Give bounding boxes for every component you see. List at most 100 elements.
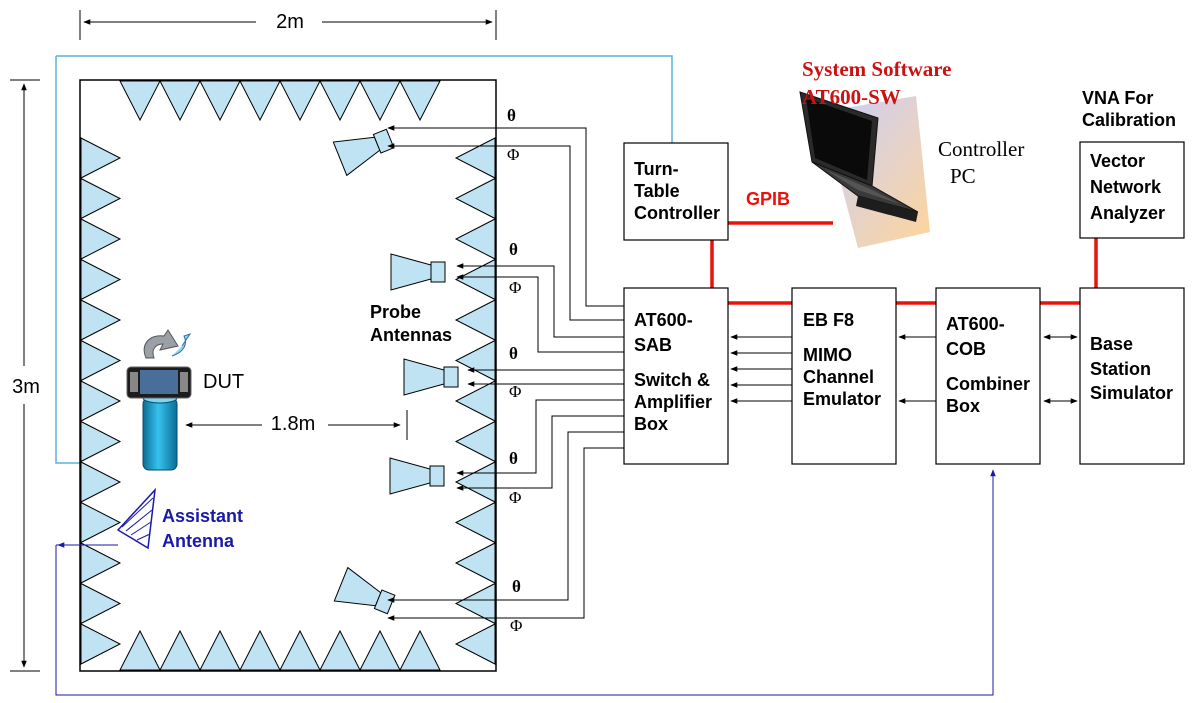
turntable-link [56,55,673,143]
absorber-left [80,299,122,341]
box-connection-arrows [730,334,1078,404]
theta-label: θ [509,344,518,363]
absorber-right [454,137,496,179]
absorber-right [454,380,496,422]
base-station-simulator-box: Base Station Simulator [1079,287,1185,465]
svg-text:Combiner Box: Combiner Box [946,374,1035,416]
controller-pc [799,91,930,248]
absorber-cones [80,80,496,671]
svg-text:AT600- COB: AT600- COB [946,314,1010,359]
height-dimension: 3m [10,79,40,672]
svg-text:EB F8: EB F8 [803,310,854,330]
rotation-arrow-head-icon [171,333,192,357]
absorber-top [359,80,401,122]
absorber-right [454,461,496,503]
absorber-left [80,461,122,503]
distance-dimension: 1.8m [185,410,408,440]
dut-label: DUT [203,371,244,393]
phi-label: Φ [509,278,521,297]
absorber-left [80,420,122,463]
theta-signal-line [387,125,624,307]
svg-text:Vector Network Ana: Vector Network Analyzer [1090,151,1166,223]
width-dimension: 2m [79,10,497,40]
phi-label: Φ [509,488,521,507]
phi-label: Φ [507,145,519,164]
probe-signal-lines [387,125,624,621]
phi-label: Φ [509,382,521,401]
probe-antennas-label: Probe Antennas [370,302,452,345]
height-label: 3m [12,376,40,398]
theta-signal-line [456,399,624,476]
absorber-left [80,177,122,220]
absorber-left [80,258,122,301]
svg-text:AT600- SAB: AT600- SAB [634,310,698,355]
assistant-cable [55,469,996,696]
vna-box: Vector Network Analyzer [1079,141,1185,239]
phi-signal-line [387,447,624,621]
absorber-bottom [239,629,281,671]
ebf8-box: EB F8 MIMO Channel Emulator [791,287,897,465]
absorber-right [454,623,496,665]
system-software-label: System Software AT600-SW [802,57,957,109]
sab-box: AT600- SAB Switch & Amplifier Box [623,287,729,465]
theta-label: θ [509,240,518,259]
absorber-right [454,218,496,260]
absorber-top [319,80,361,122]
probe-horn-icon [389,457,445,495]
distance-label: 1.8m [271,413,315,435]
svg-text:Turn- Table Contro: Turn- Table Controller [634,159,720,223]
phi-signal-line [387,143,624,321]
phi-signal-line [456,274,624,353]
dut: DUT [126,329,244,471]
svg-text:Switch & Amplifier: Switch & Amplifier Box [634,370,717,434]
turntable-controller-box: Turn- Table Controller [623,142,729,241]
absorber-top [199,80,241,122]
absorber-bottom [319,629,361,671]
absorber-left [80,623,122,665]
absorber-bottom [199,629,241,671]
theta-signal-line [387,431,624,603]
cob-box: AT600- COB Combiner Box [935,287,1041,465]
absorber-right [454,420,496,463]
theta-label: θ [512,577,521,596]
gpib-label: GPIB [746,189,790,209]
absorber-left [80,582,122,625]
absorber-bottom [159,629,201,671]
absorber-bottom [279,629,321,671]
absorber-left [80,501,122,544]
theta-signal-line [456,263,624,338]
probe-horn-icon [403,358,459,396]
absorber-bottom [359,629,401,671]
control-bus [710,221,1098,305]
theta-label: θ [509,449,518,468]
absorber-top [279,80,321,122]
probe-horn-icon [390,253,446,291]
absorber-right [454,299,496,341]
assistant-antenna: Assistant Antenna [116,487,243,551]
absorber-left [80,218,122,260]
absorber-bottom [399,629,441,671]
theta-label: θ [507,106,516,125]
absorber-top [239,80,281,122]
phi-signal-line [456,415,624,491]
vna-title: VNA For Calibration [1082,88,1176,130]
svg-text:Base Station Simul: Base Station Simulator [1090,334,1173,403]
width-label: 2m [276,11,304,33]
absorber-left [80,542,122,584]
absorber-top [159,80,201,122]
phi-label: Φ [510,616,522,635]
absorber-right [454,582,496,625]
absorber-bottom [119,629,161,671]
controller-pc-label: Controller PC [938,137,1030,188]
rotation-arrow-icon [143,329,179,359]
absorber-right [454,258,496,301]
absorber-right [454,542,496,584]
absorber-right [454,177,496,220]
absorber-left [80,339,122,382]
absorber-top [119,80,161,122]
probe-horn-icon [333,566,396,615]
absorber-left [80,137,122,179]
absorber-left [80,380,122,422]
svg-text:MIMO Channel Emula: MIMO Channel Emulator [803,345,881,409]
